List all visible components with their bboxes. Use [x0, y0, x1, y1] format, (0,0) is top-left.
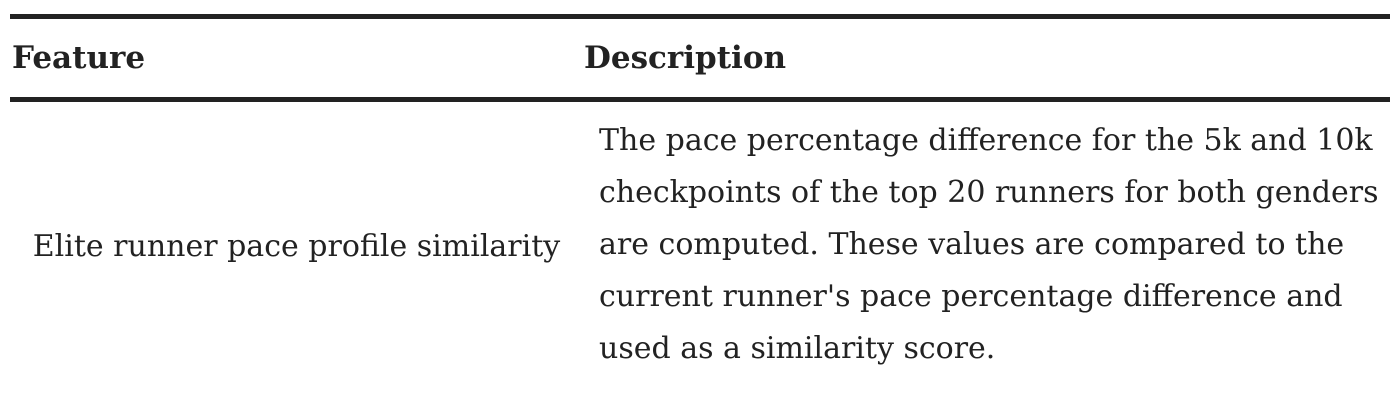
description-line: checkpoints of the top 20 runners for bo…: [599, 175, 1379, 210]
column-header-description: Description: [583, 16, 1390, 102]
description-cell: The pace percentage difference for the 5…: [583, 100, 1390, 393]
feature-table: Feature Description Elite runner pace pr…: [10, 14, 1390, 392]
table-body: Elite runner pace profile similarity The…: [10, 100, 1390, 393]
table-row: Elite runner pace profile similarity The…: [10, 100, 1390, 393]
header-row: Feature Description: [10, 16, 1390, 102]
feature-cell: Elite runner pace profile similarity: [32, 229, 561, 264]
column-header-feature: Feature: [10, 16, 583, 102]
description-line: The pace percentage difference for the 5…: [599, 123, 1373, 158]
description-line: used as a similarity score.: [599, 331, 996, 366]
table-header: Feature Description: [10, 16, 1390, 102]
description-line: are computed. These values are compared …: [599, 227, 1345, 262]
description-line: current runner's pace percentage differe…: [599, 279, 1343, 314]
